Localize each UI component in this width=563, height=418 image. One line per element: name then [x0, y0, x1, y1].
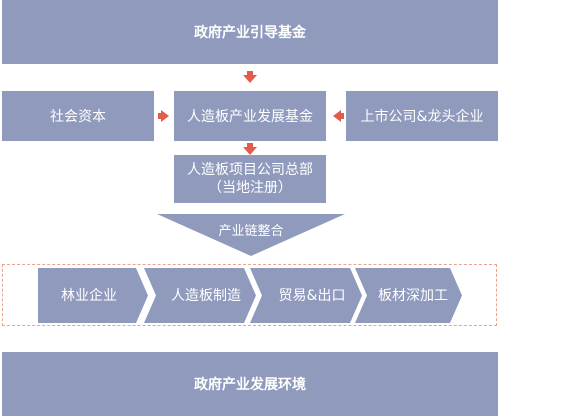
arrow-left-stem — [340, 113, 344, 119]
chain-step-trade-shape — [250, 268, 362, 323]
arrow-right — [161, 110, 169, 122]
government-development-environment-box: 政府产业发展环境 — [2, 352, 498, 416]
arrow-down-stem-2 — [247, 143, 253, 147]
integration-funnel-label: 产业链整合 — [218, 224, 284, 239]
social-capital-label: 社会资本 — [50, 109, 106, 125]
chain-step-forestry-label: 林业企业 — [61, 287, 117, 304]
industry-development-fund-label: 人造板产业发展基金 — [187, 109, 313, 125]
chain-step-forestry-shape — [38, 268, 148, 323]
chain-step-trade-label: 贸易&出口 — [279, 288, 346, 304]
local-registration-label: （当地注册） — [208, 180, 292, 196]
arrow-left — [333, 110, 341, 122]
government-guidance-fund-box: 政府产业引导基金 — [2, 0, 498, 64]
industry-chain-container — [2, 264, 497, 326]
government-development-environment-label: 政府产业发展环境 — [194, 377, 306, 393]
arrow-right-stem — [158, 113, 162, 119]
chain-step-manufacturing-label: 人造板制造 — [171, 288, 241, 304]
listed-company-label: 上市公司&龙头企业 — [360, 109, 484, 125]
industry-development-fund-box: 人造板产业发展基金 — [174, 91, 326, 141]
arrow-down-2 — [243, 147, 257, 155]
government-guidance-fund-label: 政府产业引导基金 — [194, 25, 306, 41]
listed-company-box: 上市公司&龙头企业 — [346, 91, 498, 141]
chain-step-manufacturing-shape — [144, 268, 256, 323]
chain-step-processing-label: 板材深加工 — [378, 288, 448, 304]
arrow-down-1 — [243, 75, 257, 83]
social-capital-box: 社会资本 — [2, 91, 154, 141]
project-company-hq-label: 人造板项目公司总部 — [187, 162, 313, 178]
chain-step-processing-shape — [355, 268, 462, 323]
project-company-hq-box: 人造板项目公司总部 （当地注册） — [174, 155, 326, 203]
arrow-down-stem-1 — [247, 71, 253, 75]
